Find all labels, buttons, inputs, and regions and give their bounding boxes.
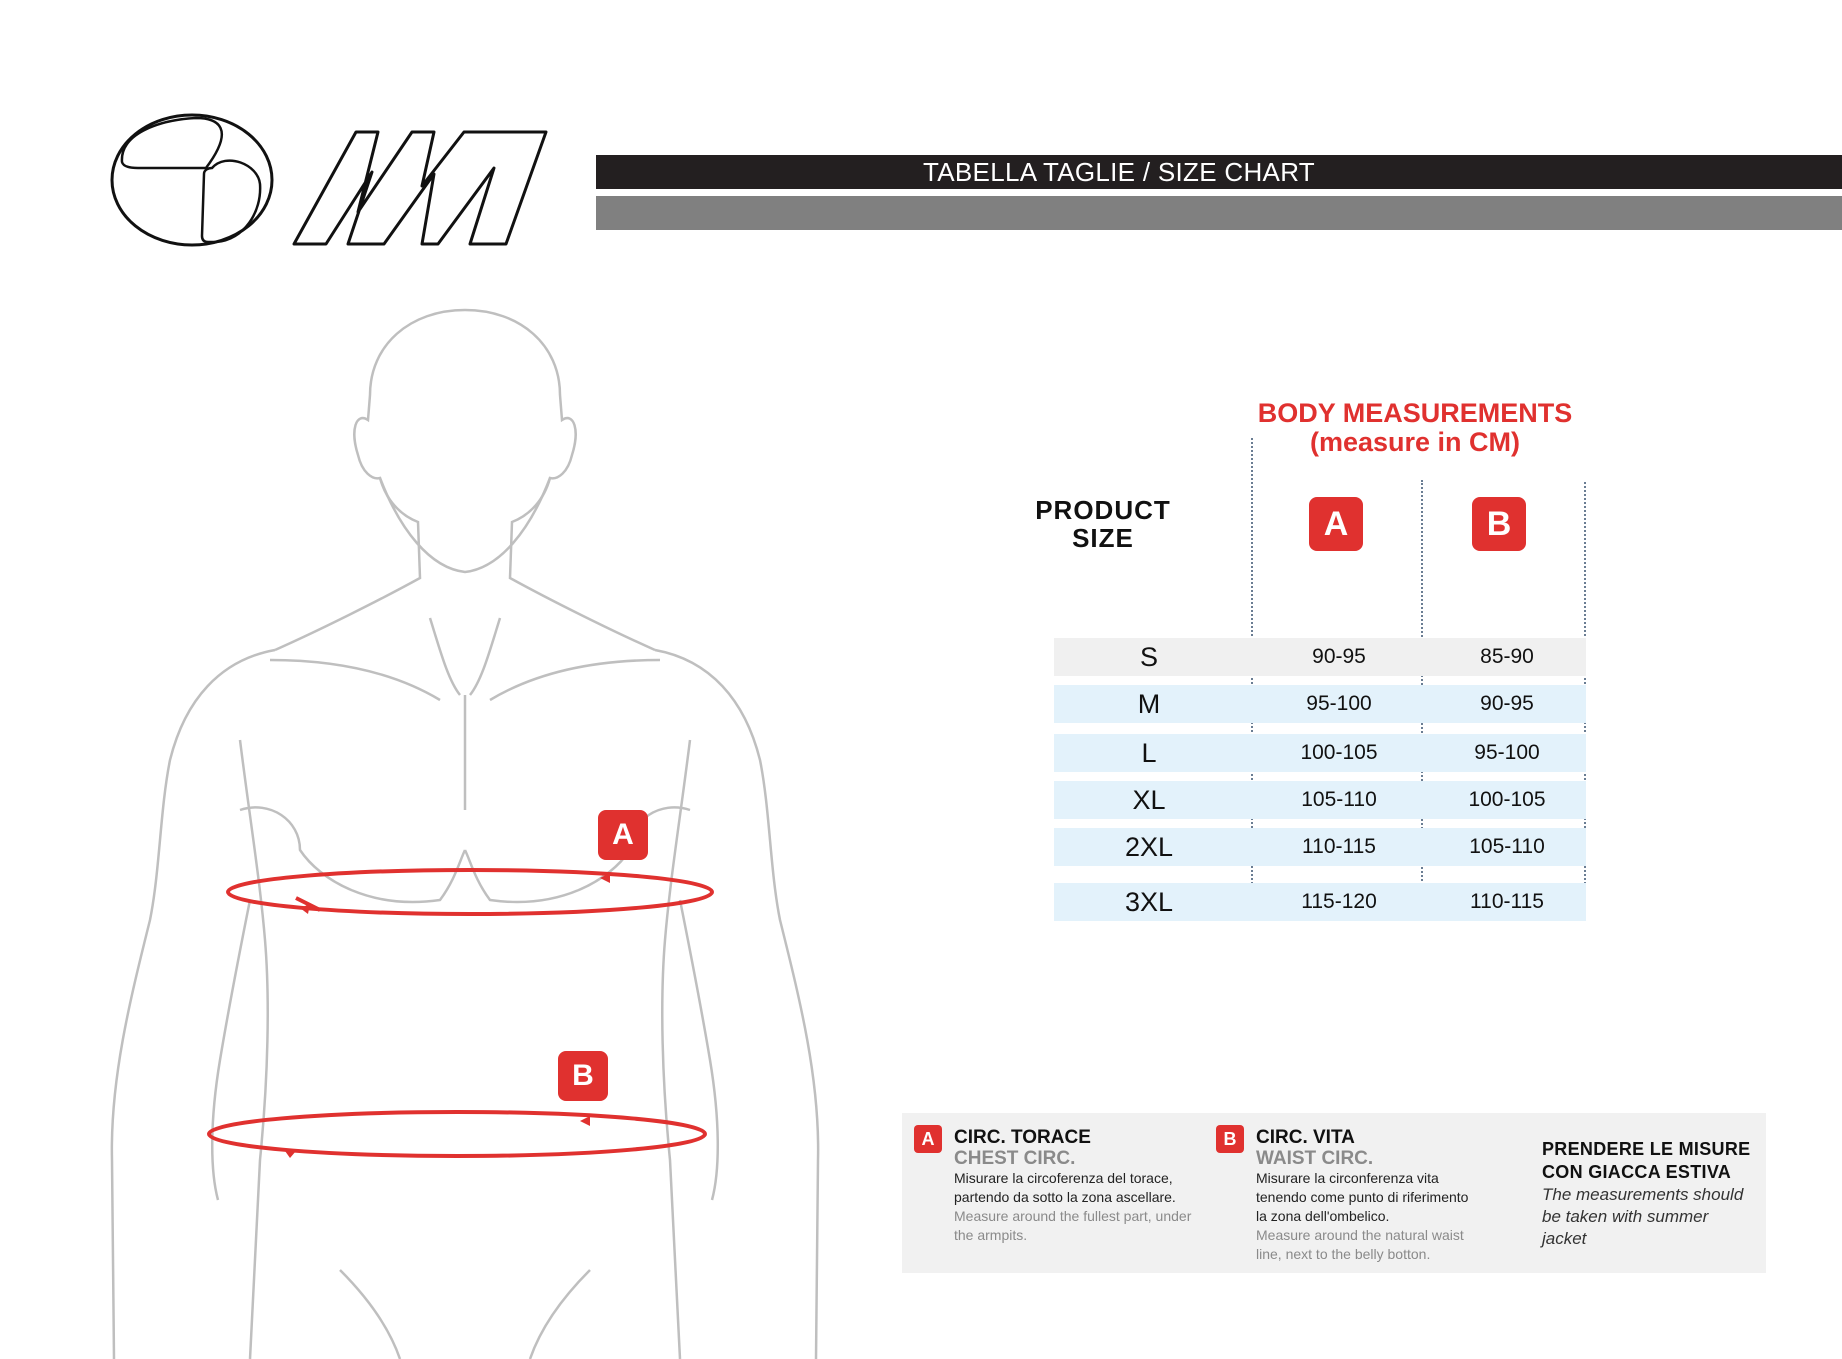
legend-box (902, 1113, 1766, 1273)
legend-a: CIRC. TORACE CHEST CIRC. Misurare la cir… (954, 1127, 1224, 1245)
title-bar: TABELLA TAGLIE / SIZE CHART (596, 155, 1842, 189)
figure-marker-b: B (558, 1051, 608, 1101)
legend-b-desc-en-1: Measure around the natural waist (1256, 1227, 1464, 1243)
value-a-cell: 110-115 (1302, 835, 1376, 858)
figure-marker-a-label: A (612, 818, 634, 851)
legend-a-title-it: CIRC. TORACE (954, 1127, 1091, 1148)
note-title-1: PRENDERE LE MISURE (1542, 1139, 1751, 1159)
size-cell: XL (1132, 784, 1166, 815)
legend-b-desc-it-2: tenendo come punto di riferimento (1256, 1189, 1469, 1205)
product-size-line1: PRODUCT (1035, 495, 1171, 525)
column-a-label: A (1323, 504, 1349, 543)
header-grey-bar (596, 196, 1842, 230)
legend-b-badge: B (1216, 1125, 1244, 1153)
value-b-cell: 95-100 (1474, 741, 1540, 764)
value-b-cell: 110-115 (1470, 890, 1544, 913)
size-cell: S (1139, 641, 1158, 672)
column-divider (1251, 438, 1253, 916)
size-cell: 3XL (1124, 886, 1174, 917)
value-b-cell: 105-110 (1469, 835, 1545, 858)
note-en-1: The measurements should (1542, 1185, 1744, 1204)
value-a-cell: 90-95 (1312, 645, 1366, 668)
column-b-label: B (1486, 504, 1512, 543)
legend-a-desc-en-1: Measure around the fullest part, under (954, 1208, 1192, 1224)
value-b-cell: 100-105 (1468, 788, 1546, 811)
product-size-header: PRODUCT SIZE (1010, 496, 1196, 552)
table-row: L 100-105 95-100 (1054, 734, 1586, 772)
legend-a-badge-label: A (921, 1128, 935, 1149)
legend-a-desc-en-2: the armpits. (954, 1227, 1028, 1243)
legend-b-title-it: CIRC. VITA (1256, 1127, 1355, 1148)
legend-b-desc-en-2: line, next to the belly botton. (1256, 1246, 1431, 1262)
note-title-2: CON GIACCA ESTIVA (1542, 1162, 1732, 1182)
value-a-cell: 115-120 (1301, 890, 1377, 913)
table-row: 2XL 110-115 105-110 (1054, 828, 1586, 866)
table-row: S 90-95 85-90 (1054, 638, 1586, 676)
note-en-3: jacket (1542, 1229, 1587, 1248)
size-cell: 2XL (1124, 831, 1174, 862)
legend-a-badge: A (914, 1125, 942, 1153)
figure-marker-b-label: B (572, 1059, 594, 1092)
table-heading-line2: (measure in CM) (1309, 427, 1521, 457)
value-b-cell: 85-90 (1480, 645, 1534, 668)
size-cell: L (1141, 737, 1157, 768)
product-size-line2: SIZE (1072, 523, 1134, 553)
table-row: 3XL 115-120 110-115 (1054, 883, 1586, 921)
value-a-cell: 105-110 (1301, 788, 1377, 811)
table-row: M 95-100 90-95 (1054, 685, 1586, 723)
page-title: TABELLA TAGLIE / SIZE CHART (923, 156, 1315, 187)
legend-a-desc-it-2: partendo da sotto la zona ascellare. (954, 1189, 1176, 1205)
legend-b-desc-it-1: Misurare la circonferenza vita (1256, 1170, 1439, 1186)
legend-b-title-en: WAIST CIRC. (1256, 1148, 1374, 1169)
column-b-badge: B (1472, 497, 1526, 551)
note-en-2: be taken with summer (1542, 1207, 1709, 1226)
brand-logo (110, 113, 548, 247)
value-a-cell: 100-105 (1300, 741, 1378, 764)
column-a-badge: A (1309, 497, 1363, 551)
value-a-cell: 95-100 (1306, 692, 1372, 715)
body-figure (110, 308, 820, 1359)
legend-b: CIRC. VITA WAIST CIRC. Misurare la circo… (1256, 1127, 1516, 1264)
legend-a-title-en: CHEST CIRC. (954, 1148, 1076, 1169)
value-b-cell: 90-95 (1480, 692, 1534, 715)
figure-marker-a: A (598, 810, 648, 860)
legend-b-badge-label: B (1223, 1128, 1237, 1149)
legend-b-desc-it-3: la zona dell'ombelico. (1256, 1208, 1390, 1224)
table-row: XL 105-110 100-105 (1054, 781, 1586, 819)
size-cell: M (1137, 688, 1161, 719)
table-heading-line1: BODY MEASUREMENTS (1257, 398, 1573, 428)
legend-note: PRENDERE LE MISURE CON GIACCA ESTIVA The… (1542, 1138, 1760, 1250)
legend-a-desc-it-1: Misurare la circoferenza del torace, (954, 1170, 1173, 1186)
